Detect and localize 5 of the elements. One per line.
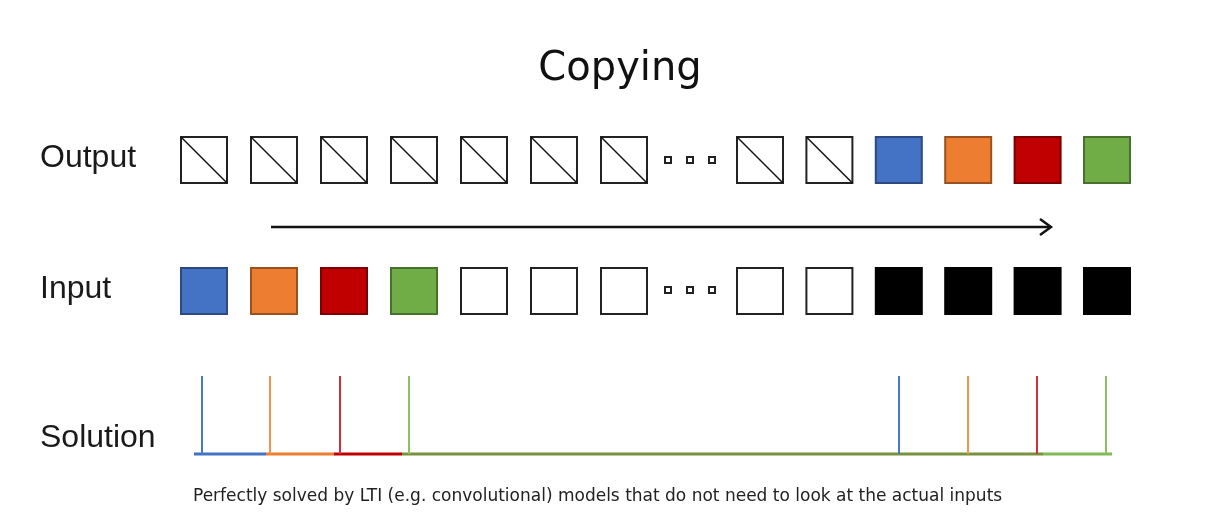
row-label: Solution (40, 418, 156, 455)
row-label: Output (40, 138, 137, 175)
row-label: Input (40, 269, 112, 306)
caption: Perfectly solved by LTI (e.g. convolutional) models that do not need to look at the actual inputs (193, 486, 1003, 506)
title: Copying (538, 43, 702, 89)
